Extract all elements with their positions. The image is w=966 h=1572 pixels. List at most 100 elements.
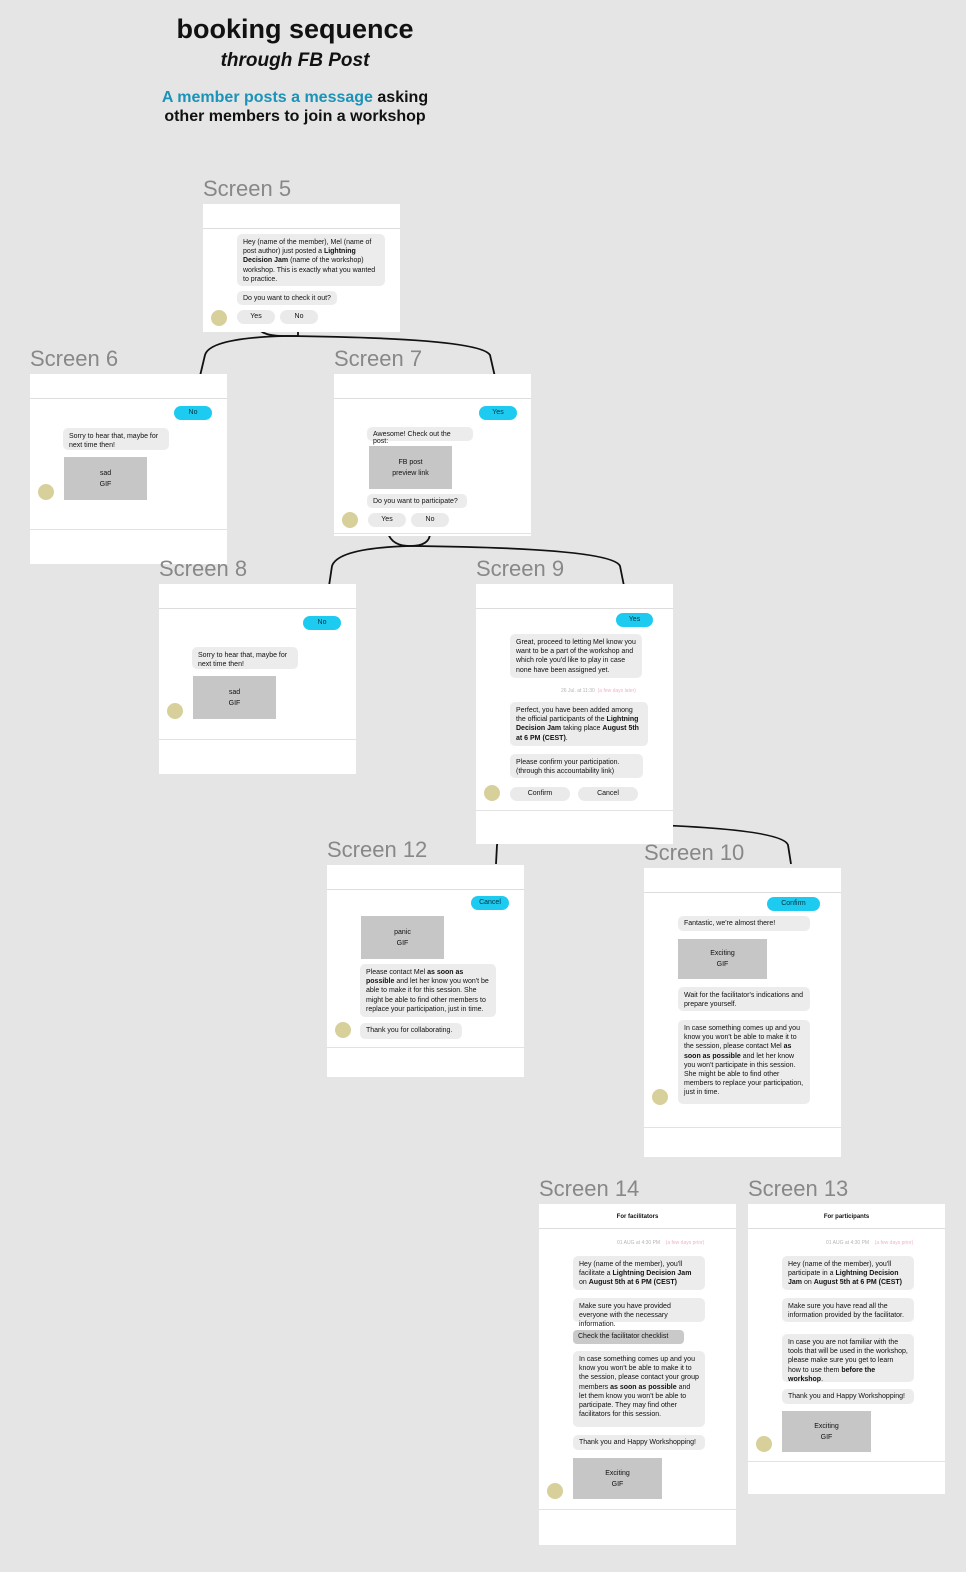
screen-9-label: Screen 9 [476, 556, 565, 581]
page-description: A member posts a message asking other mem… [160, 88, 430, 126]
bot-avatar [547, 1483, 563, 1499]
screen-6-label: Screen 6 [30, 346, 119, 371]
screen-bottombar [644, 1127, 841, 1128]
timestamp: 26 Jul. at 11:30 (a few days later) [561, 688, 636, 694]
bot-message: Awesome! Check out the post: [367, 427, 473, 445]
screen-topbar [327, 865, 524, 890]
bot-message: Thank you and Happy Workshopping! [573, 1435, 705, 1450]
no-button[interactable]: No [411, 513, 449, 527]
user-reply-confirm: Confirm [767, 897, 820, 911]
screen-bottombar [159, 739, 356, 740]
screen-7-label: Screen 7 [334, 346, 423, 371]
bot-message: In case something comes up and you know … [573, 1351, 705, 1427]
bot-message: Sorry to hear that, maybe for next time … [192, 647, 298, 669]
user-reply-cancel: Cancel [471, 896, 509, 910]
cancel-button[interactable]: Cancel [578, 787, 638, 801]
screen-bottombar [334, 533, 531, 534]
screen-topbar [159, 584, 356, 609]
screen-7: Yes Awesome! Check out the post: FB post… [334, 374, 531, 536]
bot-avatar [652, 1089, 668, 1105]
bot-message: Do you want to check it out? [237, 291, 337, 305]
user-reply-yes: Yes [616, 613, 653, 627]
screen-bottombar [327, 1047, 524, 1048]
screen-8: No Sorry to hear that, maybe for next ti… [159, 584, 356, 774]
screen-bottombar [30, 529, 227, 530]
bot-message: In case you are not familiar with the to… [782, 1334, 914, 1383]
timestamp: 01 AUG at 4:30 PM (a few days prior) [617, 1240, 705, 1246]
screen-14: For facilitators 01 AUG at 4:30 PM (a fe… [539, 1204, 736, 1545]
screen-topbar [644, 868, 841, 893]
screen-bottombar [539, 1509, 736, 1510]
screen-10: Confirm Fantastic, we're almost there! E… [644, 868, 841, 1157]
connector-s7-to-s9 [409, 545, 625, 587]
screen-13-label: Screen 13 [748, 1176, 849, 1201]
bot-message: Thank you for collaborating. [360, 1023, 462, 1039]
description-text: asking [372, 89, 429, 106]
bot-avatar [756, 1436, 772, 1452]
description-highlight: A member posts a message [161, 89, 373, 106]
bot-message: Please contact Mel as soon as possible a… [360, 964, 496, 1017]
screen-12-label: Screen 12 [327, 837, 428, 862]
no-button[interactable]: No [280, 310, 318, 324]
bot-avatar [38, 484, 54, 500]
user-reply-no: No [303, 616, 341, 630]
bot-message: Thank you and Happy Workshopping! [782, 1389, 914, 1404]
page-title: booking sequence [176, 14, 414, 44]
bot-message: Wait for the facilitator's indications a… [678, 987, 810, 1011]
user-reply-yes: Yes [479, 406, 517, 420]
bot-message: Hey (name of the member), you'll facilit… [573, 1256, 705, 1290]
screen-5-label: Screen 5 [203, 176, 292, 201]
bot-avatar [167, 703, 183, 719]
description-line2: other members to join a workshop [164, 108, 426, 125]
screen-5: Hey (name of the member), Mel (name of p… [203, 204, 400, 332]
bot-avatar [484, 785, 500, 801]
bot-message: Please confirm your participation. (thro… [510, 754, 643, 778]
screen-header: For facilitators [539, 1204, 736, 1229]
page-subtitle: through FB Post [220, 50, 370, 71]
connector-s5-to-s6 [199, 335, 286, 377]
bot-message: Fantastic, we're almost there! [678, 916, 810, 931]
bot-message: Perfect, you have been added among the o… [510, 702, 648, 746]
screen-topbar [30, 374, 227, 399]
screen-13: For participants 01 AUG at 4:30 PM (a fe… [748, 1204, 945, 1494]
user-reply-no: No [174, 406, 212, 420]
yes-button[interactable]: Yes [237, 310, 275, 324]
screen-6: No Sorry to hear that, maybe for next ti… [30, 374, 227, 564]
bot-message: Do you want to participate? [367, 494, 467, 508]
timestamp: 01 AUG at 4:30 PM (a few days prior) [826, 1240, 914, 1246]
bot-avatar [211, 310, 227, 326]
bot-avatar [342, 512, 358, 528]
yes-button[interactable]: Yes [368, 513, 406, 527]
screen-header: For participants [748, 1204, 945, 1229]
bot-avatar [335, 1022, 351, 1038]
screen-9: Yes Great, proceed to letting Mel know y… [476, 584, 673, 844]
screen-topbar [334, 374, 531, 399]
facilitator-checklist-button[interactable]: Check the facilitator checklist [573, 1330, 684, 1344]
screen-bottombar [476, 810, 673, 811]
screen-topbar [203, 204, 400, 229]
screen-10-label: Screen 10 [644, 840, 745, 865]
screen-bottombar [748, 1461, 945, 1462]
screen-topbar [476, 584, 673, 609]
bot-message: Make sure you have provided everyone wit… [573, 1298, 705, 1328]
bot-message: Hey (name of the member), Mel (name of p… [237, 234, 385, 286]
bot-message: Make sure you have read all the informat… [782, 1298, 914, 1322]
bot-message: Great, proceed to letting Mel know you w… [510, 634, 642, 678]
screen-14-label: Screen 14 [539, 1176, 640, 1201]
connector-s7-to-s8 [328, 545, 411, 587]
bot-message: Hey (name of the member), you'll partici… [782, 1256, 914, 1290]
confirm-button[interactable]: Confirm [510, 787, 570, 801]
bot-message: Sorry to hear that, maybe for next time … [63, 428, 169, 450]
bot-message: In case something comes up and you know … [678, 1020, 810, 1104]
screen-8-label: Screen 8 [159, 556, 248, 581]
connector-s5-to-s7 [284, 335, 496, 378]
